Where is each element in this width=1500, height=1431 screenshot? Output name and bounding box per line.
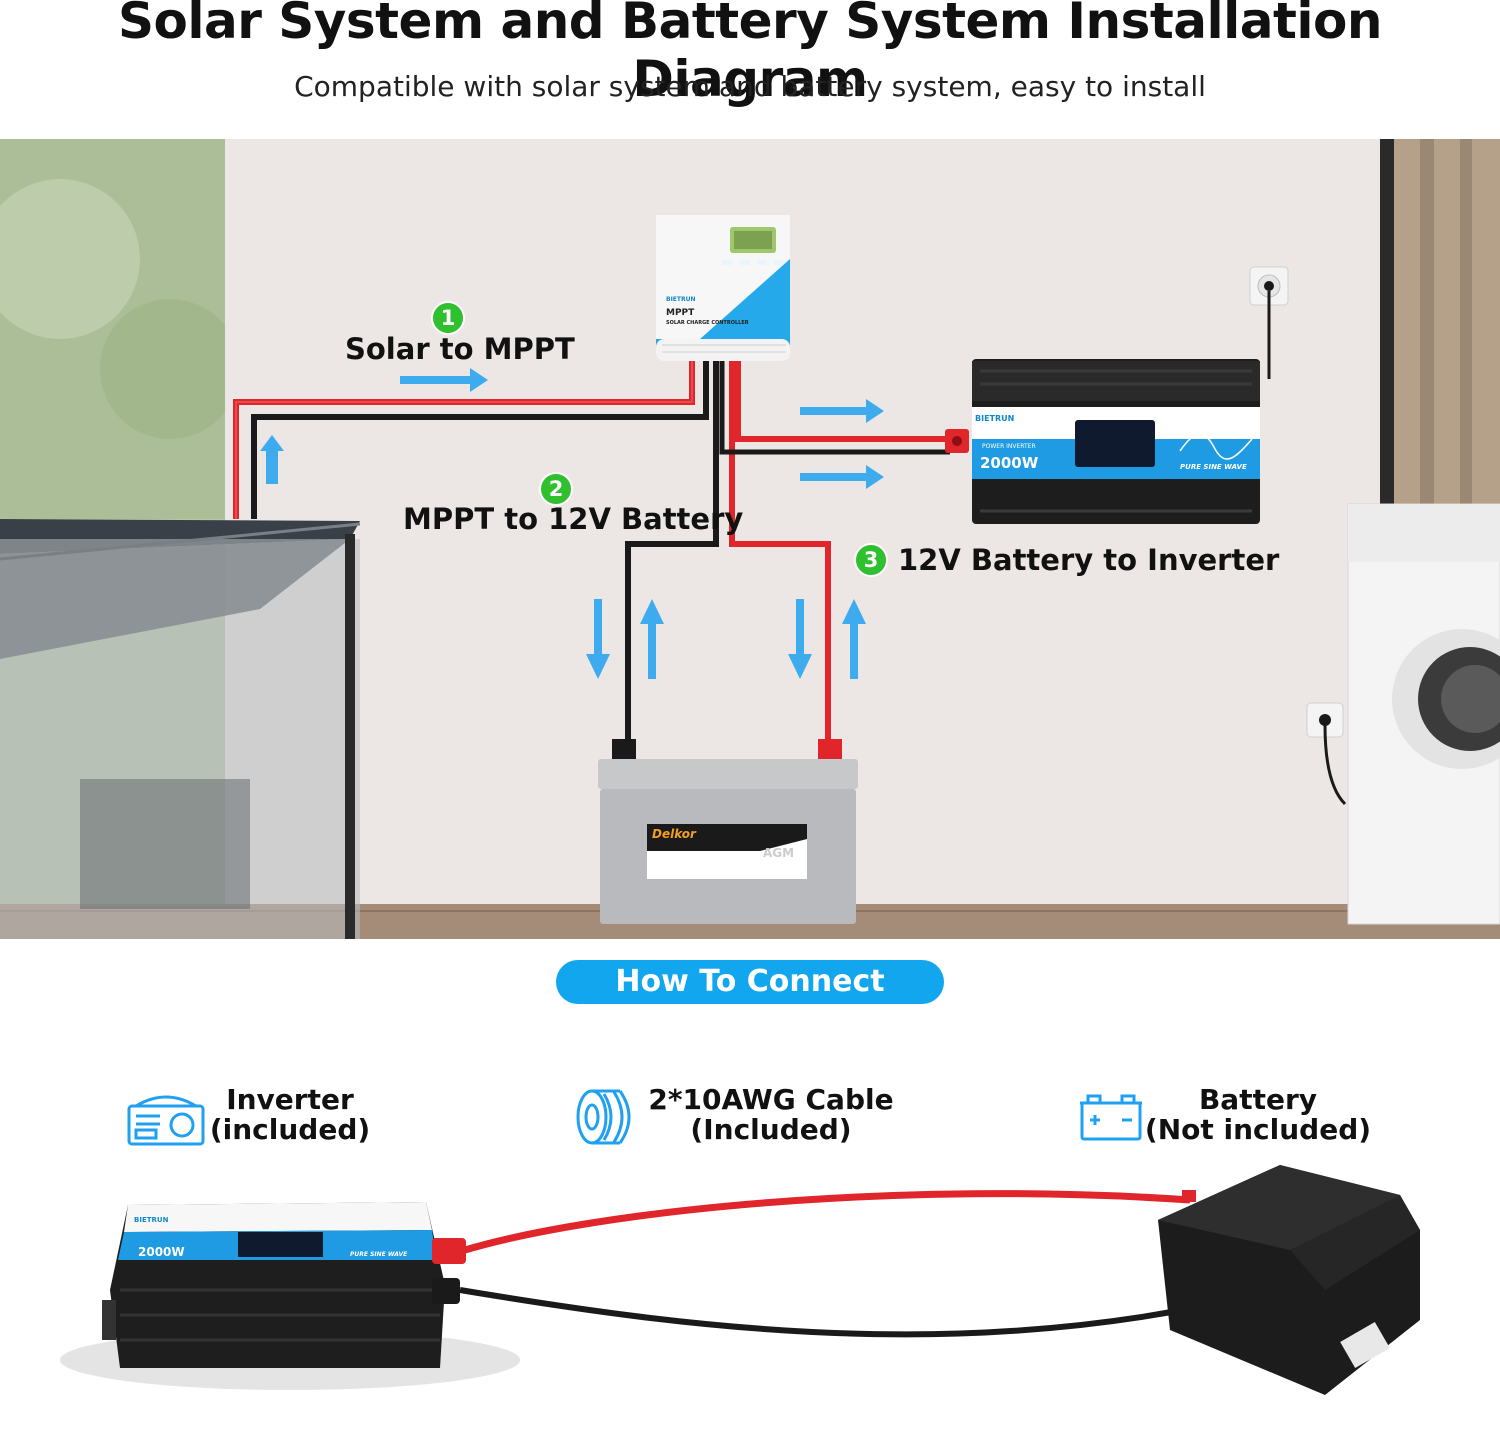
controller-model: MPPT: [666, 308, 695, 318]
bottom-inverter-brand: BIETRUN: [134, 1216, 169, 1224]
how-to-connect-button[interactable]: How To Connect: [556, 960, 944, 1004]
mppt-controller: BIETRUN MPPT SOLAR CHARGE CONTROLLER: [656, 215, 790, 361]
scene-illustration: BIETRUN MPPT SOLAR CHARGE CONTROLLER BIE…: [0, 139, 1500, 939]
item-battery-note: (Not included): [1144, 1113, 1372, 1146]
bottom-red-cable: [464, 1190, 1191, 1254]
item-inverter-note: (included): [209, 1113, 371, 1146]
step-3-label: 12V Battery to Inverter: [898, 543, 1280, 577]
battery-icon: [1080, 1094, 1142, 1141]
solar-panel: [0, 519, 361, 939]
item-cable-note: (Included): [690, 1113, 852, 1146]
inverter-device: BIETRUN POWER INVERTER 2000W PURE SINE W…: [945, 359, 1260, 524]
inverter-power: 2000W: [980, 454, 1039, 472]
flow-arrows: [260, 368, 884, 679]
step-1-badge: 1: [431, 301, 465, 335]
wall-outlet: [1249, 266, 1289, 379]
cable-coil-icon: [576, 1089, 631, 1145]
lower-outlet: [1306, 702, 1347, 806]
connection-illustration: BIETRUN 2000W PURE SINE WAVE: [60, 1165, 1420, 1395]
page-title: Solar System and Battery System Installa…: [117, 0, 1383, 108]
step-2-label: MPPT to 12V Battery: [403, 502, 744, 536]
controller-desc: SOLAR CHARGE CONTROLLER: [666, 320, 749, 326]
bottom-inverter-wave: PURE SINE WAVE: [350, 1251, 408, 1258]
item-inverter: Inverter (included): [200, 1085, 380, 1145]
battery-brand: Delkor: [652, 827, 697, 841]
washing-machine: [1347, 503, 1500, 925]
inverter-type: POWER INVERTER: [982, 443, 1036, 450]
cable-battery-to-inverter: [719, 361, 950, 455]
item-battery-title: Battery: [1198, 1083, 1318, 1116]
step-1-label: Solar to MPPT: [345, 332, 575, 366]
item-cable-title: 2*10AWG Cable: [648, 1083, 894, 1116]
item-cable: 2*10AWG Cable (Included): [640, 1085, 902, 1145]
agm-battery: Delkor AGM: [598, 739, 858, 924]
inverter-brand: BIETRUN: [975, 414, 1014, 423]
installation-scene: BIETRUN MPPT SOLAR CHARGE CONTROLLER BIE…: [0, 139, 1500, 939]
cable-solar-to-mppt: [233, 361, 709, 519]
window-right: [1380, 139, 1500, 509]
bottom-lifepo4-battery: [1158, 1165, 1420, 1395]
page-subtitle: Compatible with solar system and battery…: [294, 70, 1206, 103]
bottom-inverter-power: 2000W: [138, 1245, 185, 1259]
step-2-badge: 2: [539, 472, 573, 506]
item-battery: Battery (Not included): [1140, 1085, 1376, 1145]
battery-type: AGM: [763, 846, 794, 860]
inverter-icon: [127, 1095, 205, 1146]
controller-brand: BIETRUN: [666, 296, 696, 303]
inverter-wave: PURE SINE WAVE: [1180, 463, 1247, 471]
bottom-inverter: BIETRUN 2000W PURE SINE WAVE: [102, 1202, 466, 1368]
item-inverter-title: Inverter: [226, 1083, 354, 1116]
step-3-badge: 3: [854, 543, 888, 577]
